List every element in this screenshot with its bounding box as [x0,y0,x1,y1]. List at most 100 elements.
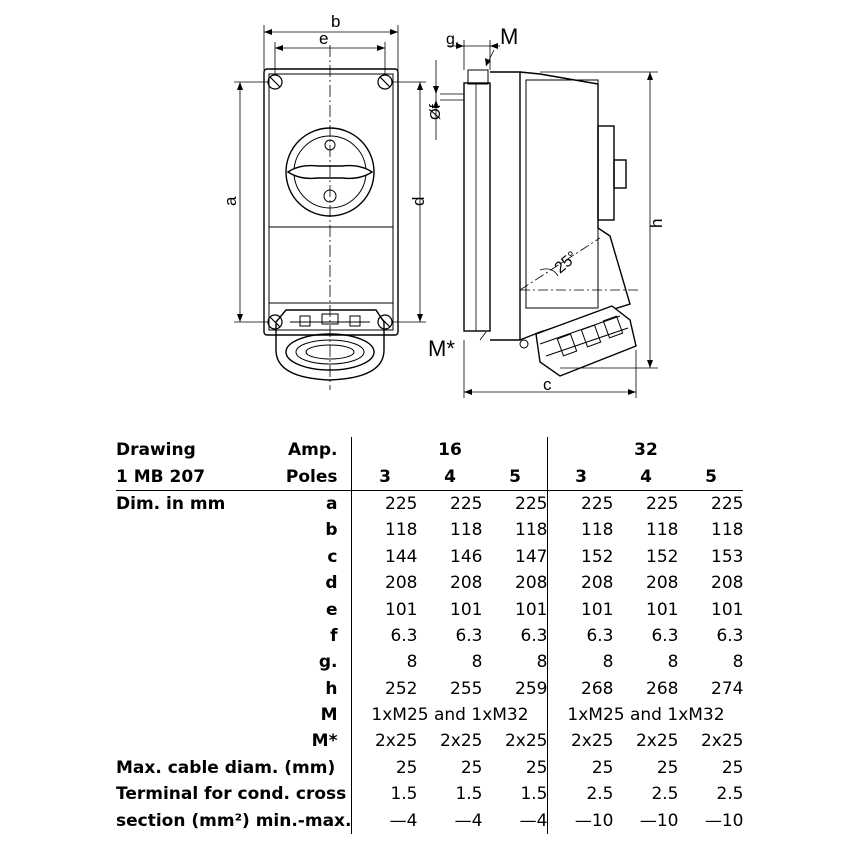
header-pole: 4 [417,463,483,491]
row-value: 2.5 [547,781,614,808]
row-value: 118 [450,520,483,541]
row-label [116,517,264,543]
dimension-table: Drawing Amp. 16 32 1 MB 207 Poles 3 4 5 … [116,437,744,834]
row-value: 2x25 [700,731,744,752]
row-value: 118 [351,517,418,544]
row-value: 1xM25 and 1xM32 [547,701,744,729]
row-label: Max. cable diam. (mm) [116,757,336,778]
row-value: 118 [646,520,679,541]
row-value: 8 [732,652,744,673]
row-value: 225 [351,490,418,518]
dim-label-a: a [221,196,240,206]
row-value: 2.5 [651,784,679,805]
row-value: 208 [351,569,418,597]
row-value: 2x25 [351,728,418,755]
header-amp: Amp. [287,440,338,461]
dim-label-e: e [319,29,328,48]
row-value: 208 [711,573,744,594]
table-row: section (mm²) min.-max.—4—4—4—10—10—10 [116,807,743,834]
row-value: 6.3 [520,625,548,646]
row-value: 2x25 [547,728,614,755]
row-value: —4 [519,810,548,831]
row-value: 225 [646,493,679,514]
dim-label-h: h [647,219,666,228]
row-value: 101 [711,599,744,620]
row-value: —4 [454,810,483,831]
row-value: 2x25 [439,731,483,752]
row-key: b [325,520,338,541]
row-value: 252 [351,675,418,702]
row-value: 2.5 [716,784,744,805]
technical-drawing: b e g. M Øf a d h 25° M* c [221,12,666,398]
row-value: 101 [646,599,679,620]
row-value: 25 [351,754,418,782]
row-value: 25 [656,757,679,778]
row-value: 146 [450,546,483,567]
front-dimensions [234,25,426,323]
row-label: section (mm²) min.-max. [116,810,352,831]
row-key: a [326,493,338,514]
header-pole: 5 [678,463,744,491]
row-value: 2x25 [504,731,548,752]
row-value: 25 [460,757,483,778]
row-value: 101 [547,596,614,623]
row-value: 208 [547,569,614,597]
side-view [440,69,640,377]
row-value: 153 [711,546,744,567]
row-value: 118 [547,517,614,544]
table-header-row: 1 MB 207 Poles 3 4 5 3 4 5 [116,463,744,491]
dim-label-b: b [331,12,340,31]
row-value: 268 [547,675,614,702]
row-value: 274 [711,678,744,699]
row-value: 101 [351,596,418,623]
row-value: 259 [515,678,548,699]
row-value: 225 [547,490,614,518]
row-value: 152 [547,543,614,570]
row-key: M [320,705,338,726]
row-value: 118 [711,520,744,541]
header-poles: Poles [263,463,352,491]
header-code: 1 MB 207 [116,463,264,491]
header-drawing: Drawing [116,440,196,461]
row-value: 208 [646,573,679,594]
header-amp-16: 16 [351,437,548,464]
row-value: 1.5 [351,781,418,808]
row-key: f [330,625,338,646]
dim-label-f: Øf [427,103,444,120]
side-dimensions [435,40,658,398]
row-value: 1xM25 and 1xM32 [351,701,548,729]
row-value: 225 [515,493,548,514]
angled-socket-icon [519,305,637,377]
row-label [116,676,264,702]
row-value: 101 [515,599,548,620]
row-value: 225 [711,493,744,514]
row-value: 152 [646,546,679,567]
row-label [116,570,264,596]
dim-label-g: g. [446,31,459,48]
row-value: 225 [450,493,483,514]
row-value: 1.5 [520,784,548,805]
row-value: 6.3 [651,625,679,646]
row-value: —10 [547,807,614,834]
dim-label-c: c [543,375,552,394]
row-key: h [325,678,338,699]
row-label [116,623,264,649]
row-label [116,649,264,675]
row-value: 255 [450,678,483,699]
row-value: 6.3 [716,625,744,646]
row-label: Dim. in mm [116,493,226,514]
row-key: g. [318,652,338,673]
header-pole: 3 [547,463,614,491]
row-value: 1.5 [455,784,483,805]
row-value: 208 [515,573,548,594]
